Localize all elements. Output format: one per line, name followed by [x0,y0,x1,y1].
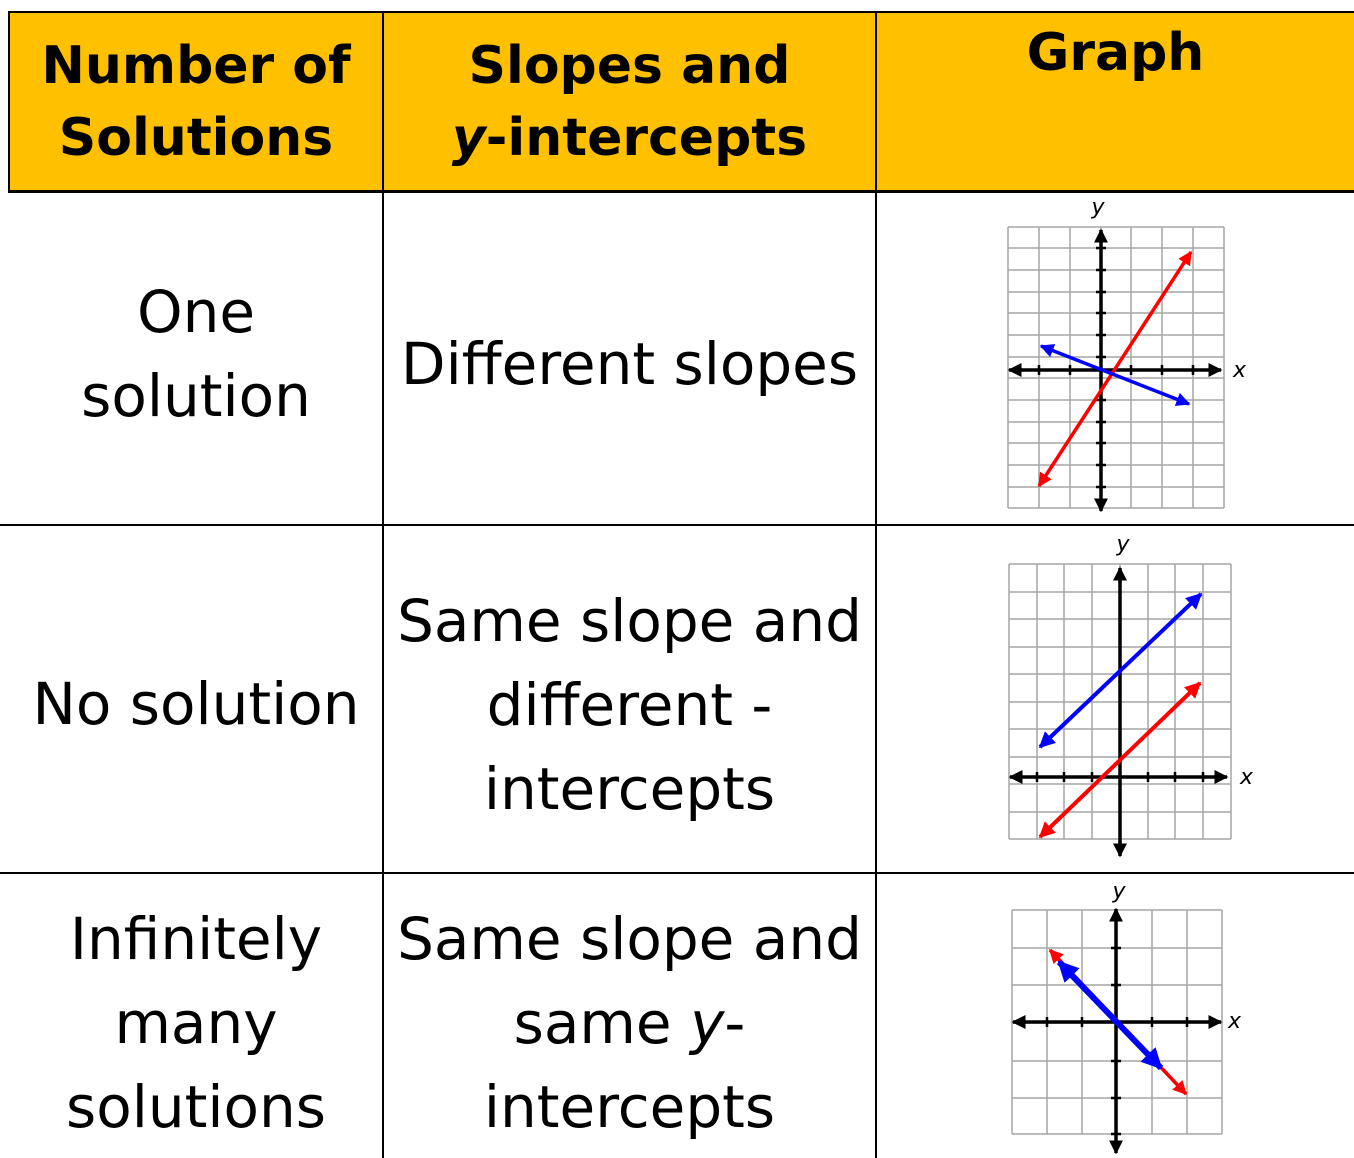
row3-slopes-line2: same y- [514,981,746,1065]
header-col2-line2: y-intercepts [452,102,807,174]
header-number-of-solutions: Number of Solutions [10,13,382,190]
row3-slopes-line1: Same slope and [397,905,862,973]
header-col3: Graph [1026,23,1205,83]
graph3-y-label: y [1111,879,1126,904]
row-divider-1 [0,524,1354,526]
row2-slopes: Same slope and different - intercepts [384,576,875,834]
graph2-red-line [1038,681,1202,839]
row1-slopes-line1: Different slopes [400,330,859,398]
row3-solutions-line2: many [114,989,278,1057]
header-graph: Graph [877,13,1354,93]
row3-solutions-line3: solutions [66,1073,326,1141]
header-slopes-and-intercepts: Slopes and y-intercepts [384,13,875,190]
row3-slopes-line3: intercepts [483,1073,776,1141]
graph1-blue-line [1039,344,1191,406]
row3-slopes-line2-y: y [690,989,725,1057]
row2-slopes-line3: intercepts [483,755,776,823]
graph3-x-label: x [1227,1009,1242,1034]
row2-slopes-line1: Same slope and [397,587,862,655]
graph-no-solution: y x [1008,532,1254,858]
row1-solutions-line1: One [136,278,256,346]
header-col2-line1: Slopes and [468,35,791,96]
header-col1-line1: Number of [41,35,351,96]
row1-solutions: One solution [10,266,382,442]
row3-solutions: Infinitely many solutions [10,894,382,1152]
row2-solutions-line1: No solution [32,670,360,738]
row1-solutions-line2: solution [81,362,311,430]
row2-solutions: No solution [10,660,382,748]
header-background [8,12,1354,192]
header-col2-rest: -intercepts [485,107,808,168]
column-divider-2 [875,11,877,1158]
graph3-blue-line [1056,959,1164,1071]
graph2-y-label: y [1115,532,1130,557]
row-divider-2 [0,872,1354,874]
header-col2-y: y [451,107,486,168]
row2-slopes-line2: different - [486,671,773,739]
row3-slopes-line2-post: - [724,989,746,1057]
row3-slopes-line2-pre: same [513,989,691,1057]
header-divider [8,190,1354,193]
graph1-y-label: y [1090,195,1105,220]
graph-one-solution: y x [1007,195,1247,513]
graph-infinitely-many-solutions: y x [1011,879,1242,1155]
header-col1-line2: Solutions [58,107,334,168]
table-border-top [8,11,1354,13]
graph2-x-label: x [1239,765,1254,790]
column-divider-1 [382,11,384,1158]
row3-slopes: Same slope and same y- intercepts [384,894,875,1152]
row3-solutions-line1: Infinitely [69,905,323,973]
graph1-x-label: x [1232,358,1247,383]
table-border-left [8,11,10,193]
row1-slopes: Different slopes [384,320,875,408]
